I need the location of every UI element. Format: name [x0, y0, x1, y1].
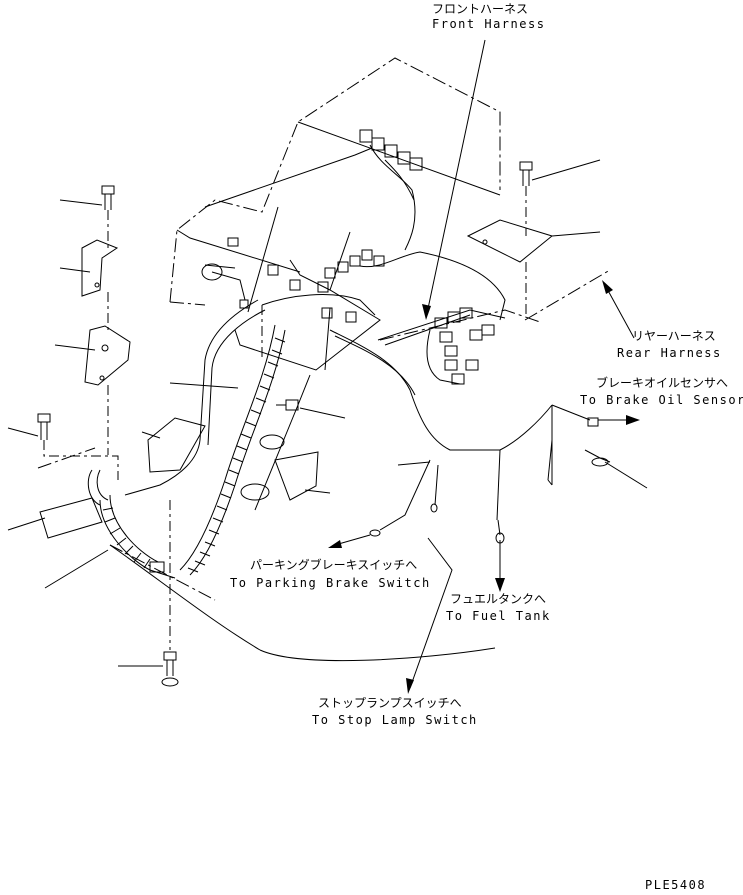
- brake-oil-sensor-label-en: To Brake Oil Sensor: [580, 393, 743, 407]
- main-harness: [124, 294, 611, 544]
- drawing-code: PLE5408: [645, 878, 707, 892]
- brackets: [39, 219, 554, 539]
- front-harness-label-en: Front Harness: [432, 17, 546, 31]
- parking-brake-switch-label-jp: パーキングブレーキスイッチへ: [250, 558, 418, 572]
- stop-lamp-switch-label-jp: ストップランプスイッチへ: [318, 696, 462, 710]
- front-harness-connectors: [317, 129, 506, 321]
- dash-panel-outline: [37, 57, 611, 601]
- front-harness-label-jp: フロントハーネス: [432, 2, 529, 16]
- panel-switches: [201, 237, 357, 323]
- arrow-heads: [328, 280, 640, 694]
- parking-brake-switch-label-en: To Parking Brake Switch: [230, 576, 431, 590]
- spiral-harness: [87, 324, 286, 579]
- rear-harness-label-en: Rear Harness: [617, 346, 722, 360]
- alignment-guides: [43, 186, 527, 650]
- arrow-lines: [334, 39, 635, 689]
- center-connectors: [377, 307, 506, 385]
- leader-lines: [7, 159, 648, 667]
- fuel-tank-label-en: To Fuel Tank: [446, 609, 551, 623]
- stop-lamp-switch-label-en: To Stop Lamp Switch: [312, 713, 478, 727]
- brake-oil-sensor-label-jp: ブレーキオイルセンサへ: [596, 376, 729, 390]
- rear-harness-label-jp: リヤーハーネス: [632, 329, 716, 343]
- bolts: [37, 161, 533, 687]
- fuel-tank-label-jp: フュエルタンクへ: [450, 592, 547, 606]
